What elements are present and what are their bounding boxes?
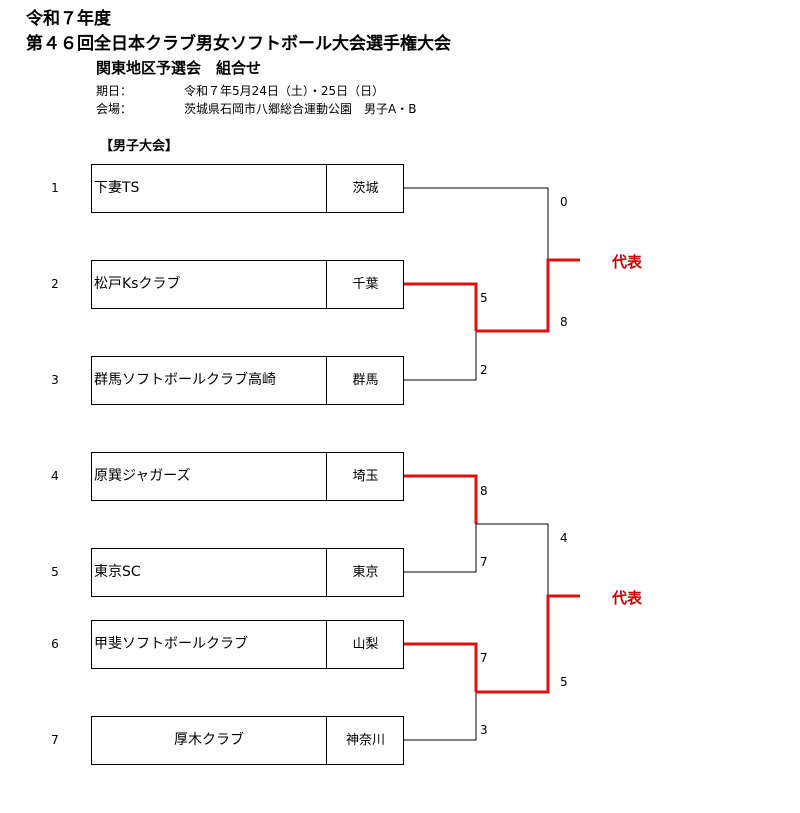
line-4v5-winner xyxy=(476,523,549,596)
team-box-2: 松戸Ksクラブ 千葉 xyxy=(91,260,404,309)
team-name: 群馬ソフトボールクラブ高崎 xyxy=(94,372,276,388)
score: 3 xyxy=(480,723,488,737)
seed-number: 2 xyxy=(51,277,59,291)
team-name: 東京SC xyxy=(94,564,141,580)
page-title: 第４６回全日本クラブ男女ソフトボール大会選手権大会 xyxy=(26,34,451,54)
team-prefecture: 山梨 xyxy=(326,621,404,668)
team-prefecture: 東京 xyxy=(326,549,404,596)
section-label: 【男子大会】 xyxy=(100,139,179,154)
score: 5 xyxy=(560,675,568,689)
line-6v7-winner xyxy=(476,594,580,694)
seed-number: 1 xyxy=(51,181,59,195)
line-team5 xyxy=(404,524,477,573)
team-prefecture: 神奈川 xyxy=(326,717,404,764)
seed-number: 5 xyxy=(51,565,59,579)
team-box-1: 下妻TS 茨城 xyxy=(91,164,404,213)
team-name: 厚木クラブ xyxy=(174,732,244,748)
team-name: 松戸Ksクラブ xyxy=(94,276,181,292)
score: 8 xyxy=(480,484,488,498)
team-name: 原巽ジャガーズ xyxy=(94,468,191,484)
line-team2 xyxy=(404,282,478,331)
team-prefecture: 千葉 xyxy=(326,261,404,308)
line-team7 xyxy=(404,692,477,741)
score: 8 xyxy=(560,315,568,329)
score: 4 xyxy=(560,531,568,545)
team-prefecture: 埼玉 xyxy=(326,453,404,500)
score: 5 xyxy=(480,291,488,305)
team-name: 下妻TS xyxy=(94,180,140,196)
seed-number: 4 xyxy=(51,469,59,483)
representative-label: 代表 xyxy=(612,589,643,607)
team-prefecture: 群馬 xyxy=(326,357,404,404)
team-box-7: 厚木クラブ 神奈川 xyxy=(91,716,404,765)
title-year: 令和７年度 xyxy=(26,9,111,29)
score: 7 xyxy=(480,555,488,569)
team-prefecture: 茨城 xyxy=(326,165,404,212)
line-team1 xyxy=(404,187,549,260)
team-box-5: 東京SC 東京 xyxy=(91,548,404,597)
team-box-4: 原巽ジャガーズ 埼玉 xyxy=(91,452,404,501)
seed-number: 3 xyxy=(51,373,59,387)
seed-number: 6 xyxy=(51,637,59,651)
line-2v3-winner xyxy=(476,258,580,333)
team-name: 甲斐ソフトボールクラブ xyxy=(94,636,248,652)
score: 2 xyxy=(480,363,488,377)
seed-number: 7 xyxy=(51,733,59,747)
score: 0 xyxy=(560,195,568,209)
date-label: 期日： xyxy=(96,84,133,98)
venue-value: 茨城県石岡市八郷総合運動公園 男子A・B xyxy=(184,102,417,116)
line-team4 xyxy=(404,474,478,524)
line-team3 xyxy=(404,331,477,381)
score: 7 xyxy=(480,651,488,665)
team-box-6: 甲斐ソフトボールクラブ 山梨 xyxy=(91,620,404,669)
date-value: 令和７年5月24日（土）・25日（日） xyxy=(184,84,385,98)
line-team6 xyxy=(404,642,478,692)
team-box-3: 群馬ソフトボールクラブ高崎 群馬 xyxy=(91,356,404,405)
representative-label: 代表 xyxy=(612,253,643,271)
venue-label: 会場： xyxy=(96,102,133,116)
page-subtitle: 関東地区予選会 組合せ xyxy=(96,59,262,77)
